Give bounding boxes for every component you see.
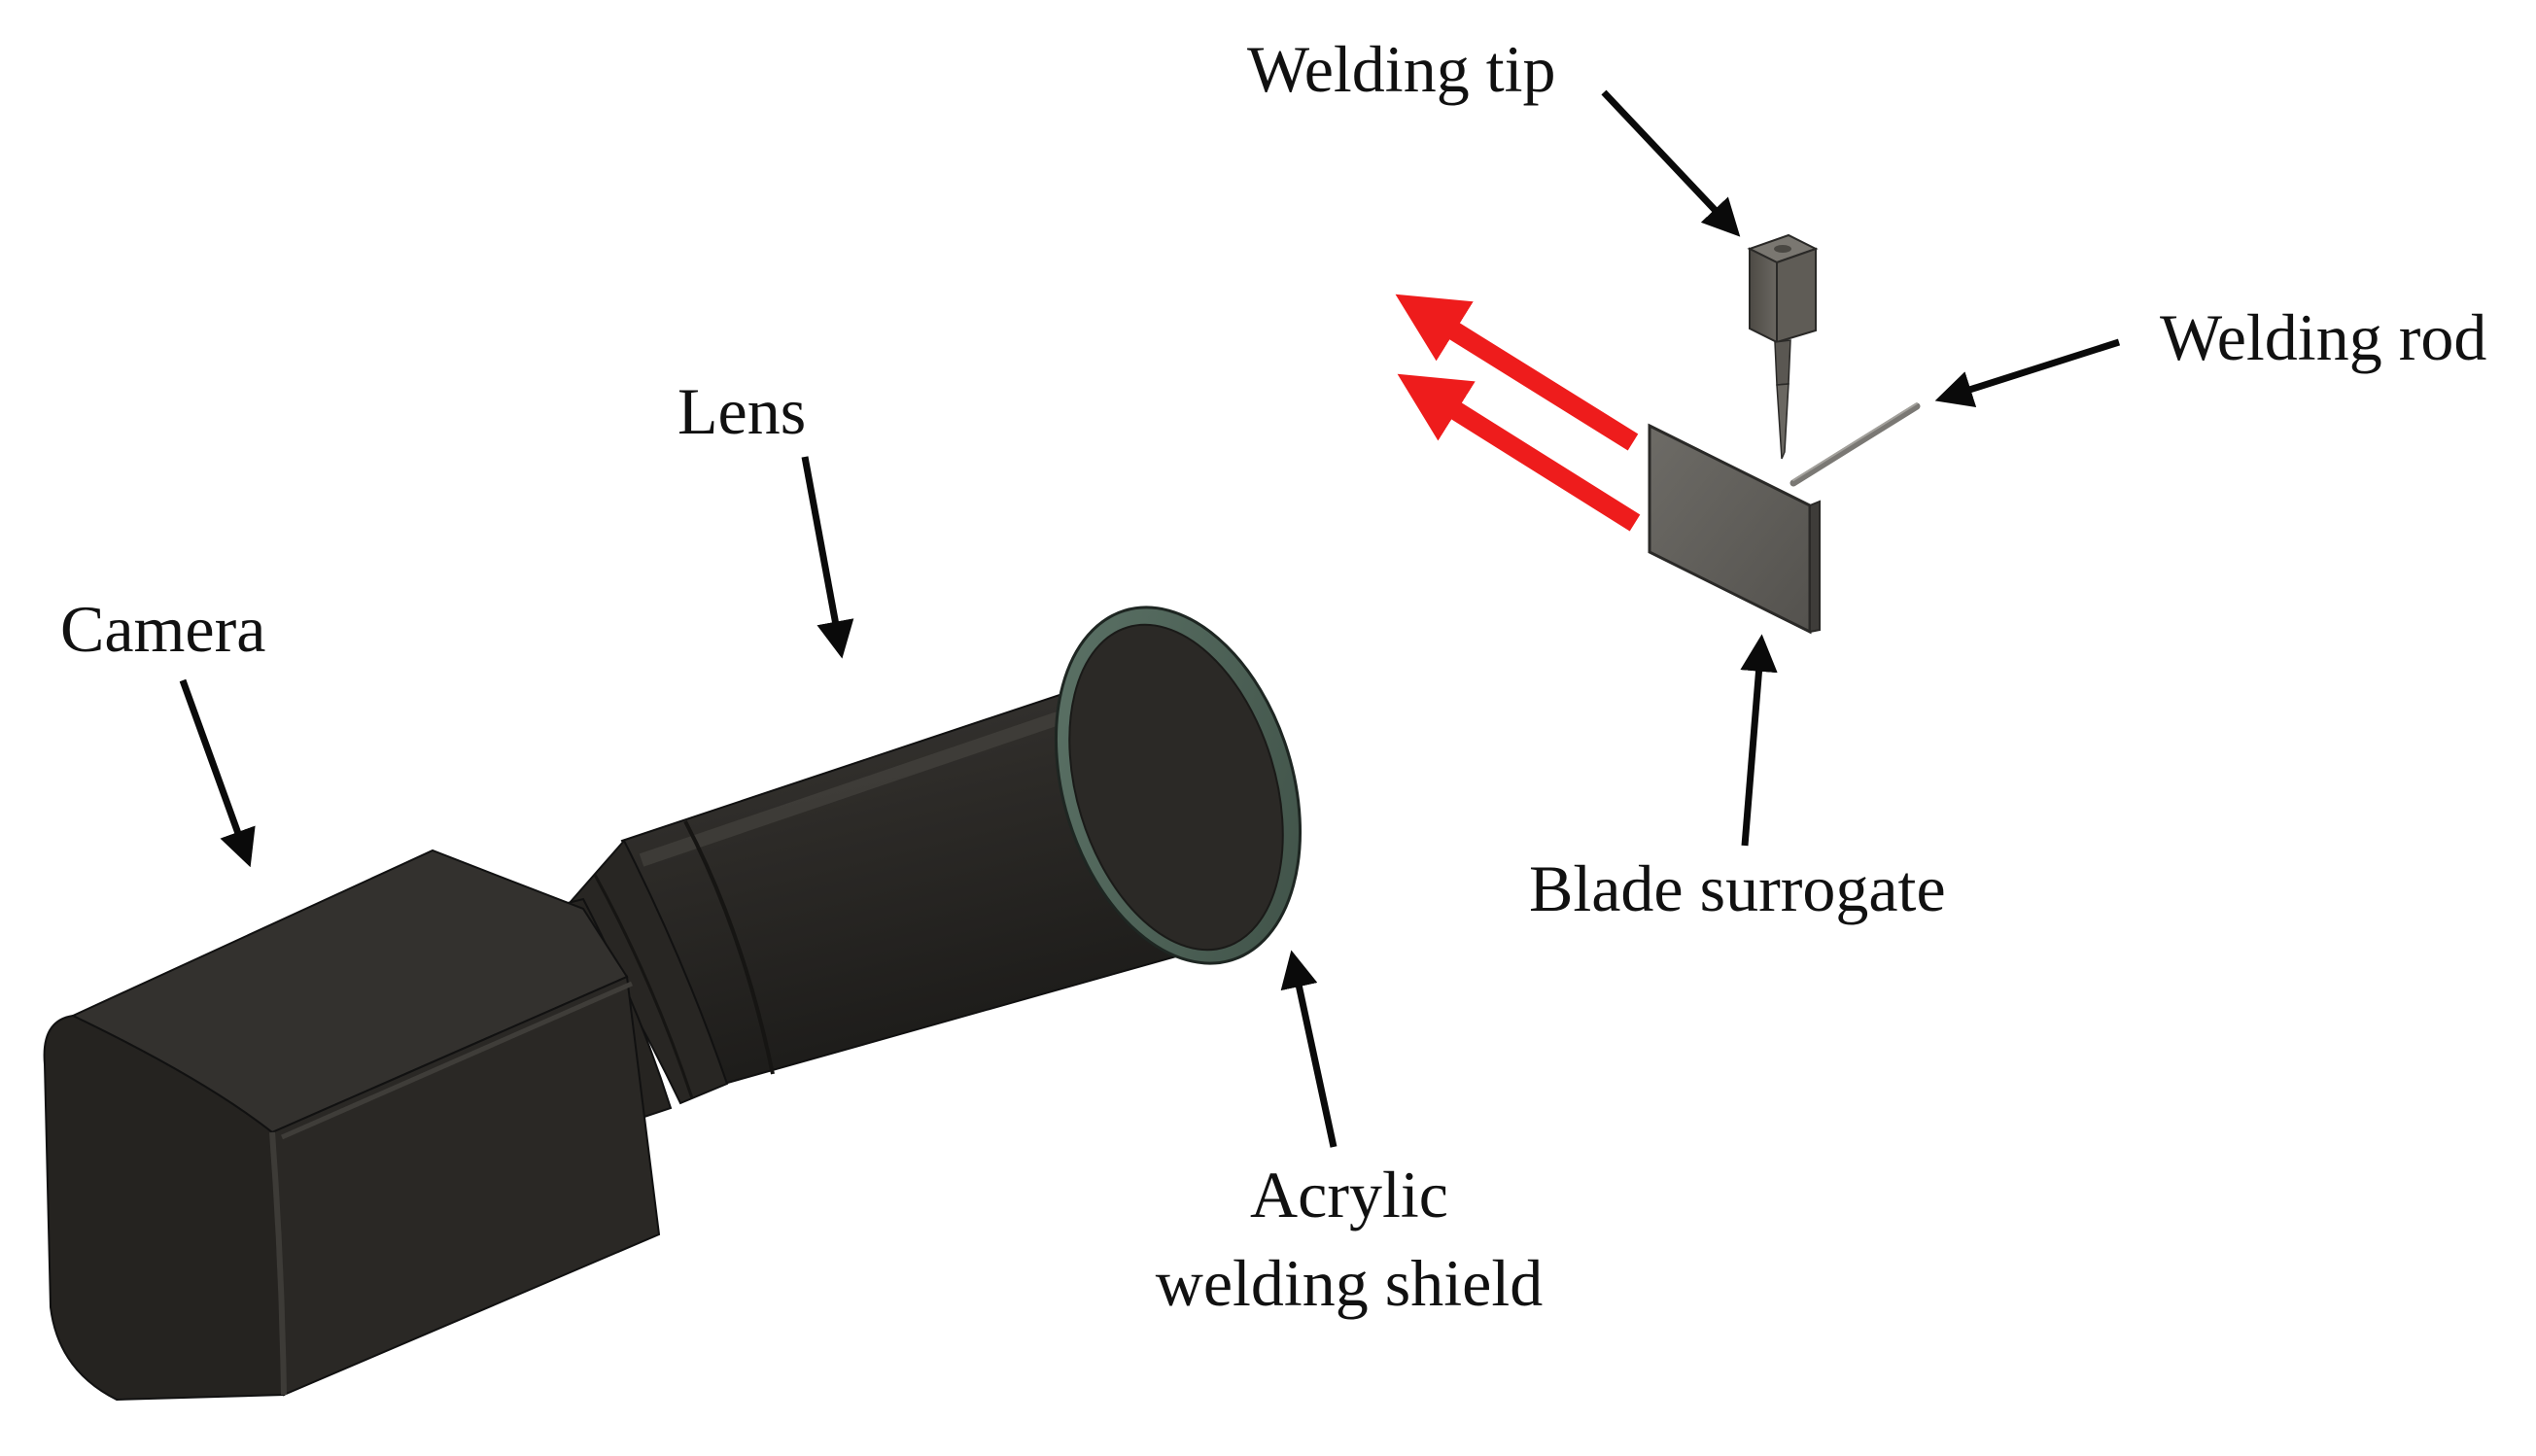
label-acrylic-shield-line1: Acrylic (1250, 1158, 1448, 1231)
arrow-camera (179, 678, 256, 868)
callout-arrows (179, 89, 2121, 1148)
label-blade-surrogate: Blade surrogate (1529, 851, 1946, 925)
arrow-blade-surrogate (1740, 634, 1778, 847)
light-arrow-lower (1397, 373, 1641, 532)
welding-rod-part (1789, 402, 1921, 487)
welding-setup (1395, 233, 1921, 635)
light-arrow-upper (1395, 294, 1639, 451)
camera-lens-assembly (43, 606, 1303, 1402)
arrow-lens (801, 456, 854, 659)
label-acrylic-shield-line2: welding shield (1155, 1246, 1544, 1320)
label-lens: Lens (677, 374, 807, 448)
camera-front-face (43, 1014, 286, 1402)
label-welding-tip: Welding tip (1247, 32, 1556, 106)
arrow-acrylic-shield (1280, 950, 1337, 1148)
label-welding-rod: Welding rod (2160, 300, 2487, 374)
arrow-welding-rod (1934, 338, 2121, 407)
arrow-welding-tip (1601, 89, 1741, 237)
blade-surrogate-plate (1648, 423, 1812, 635)
lens-front-face (1068, 623, 1284, 952)
welding-tip-part (1747, 233, 1819, 460)
label-camera: Camera (60, 592, 266, 666)
